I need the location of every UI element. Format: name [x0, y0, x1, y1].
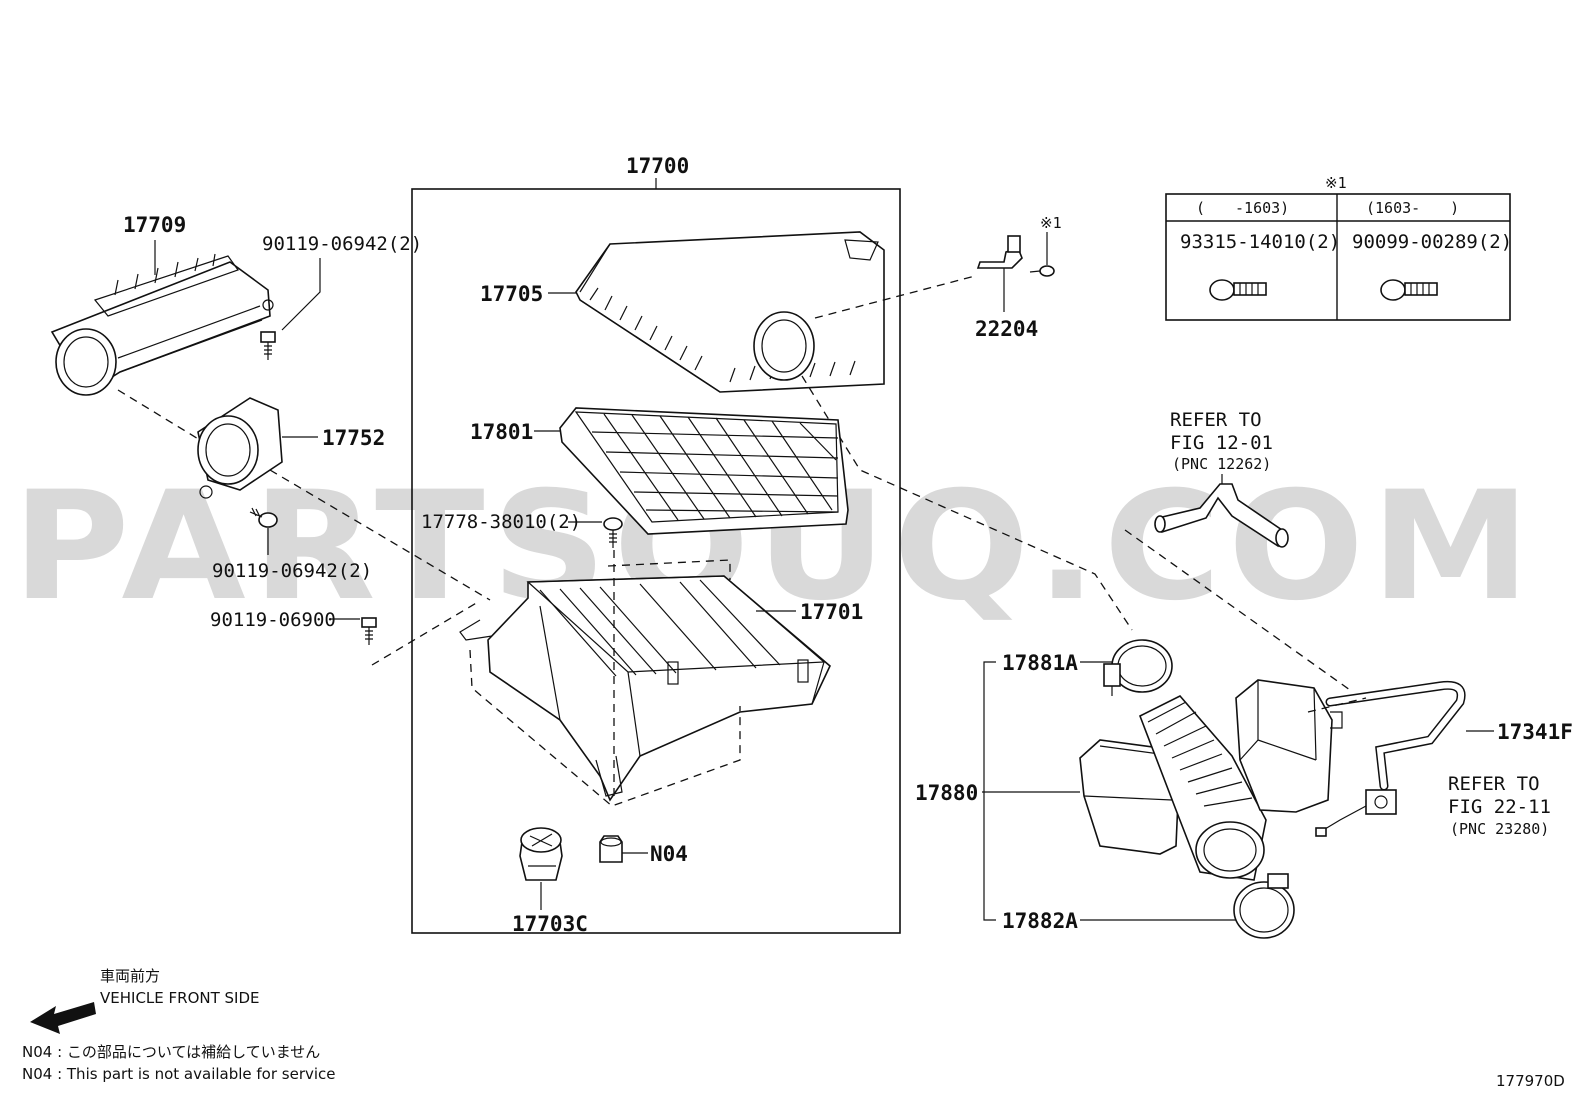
filter-element-17801 [559, 407, 849, 535]
vsv-ref2 [1315, 789, 1397, 837]
ref2-line3: (PNC 23280) [1450, 820, 1549, 838]
label-17703C: 17703C [512, 912, 588, 936]
clamp-17881A [1103, 639, 1173, 696]
table-col2-part: 90099-00289(2) [1352, 231, 1512, 253]
table-col2-header: (1603- ) [1366, 199, 1459, 217]
label-17880: 17880 [915, 781, 978, 805]
table-mark: ※1 [1325, 174, 1347, 192]
label-17752: 17752 [322, 426, 385, 450]
table-col1-header: ( -1603) [1196, 199, 1289, 217]
label-screw-filter: 17778-38010(2) [421, 511, 581, 533]
valve-17703C [519, 827, 563, 881]
label-bolt-top-left: 90119-06942(2) [262, 233, 422, 255]
note-n04-en: N04 : This part is not available for ser… [22, 1065, 336, 1083]
group-label: 17700 [626, 154, 689, 178]
label-N04: N04 [650, 842, 688, 866]
bolt-90099 [1380, 279, 1438, 301]
table-col1-part: 93315-14010(2) [1180, 231, 1340, 253]
figure-code: 177970D [1496, 1072, 1565, 1090]
label-bolt-lower-left: 90119-06900 [210, 609, 336, 631]
inlet-hose-17880 [1079, 679, 1343, 881]
reference-table: ※1 ( -1603) (1603- ) 93315-14010(2) 9009… [1165, 174, 1512, 321]
bolt-93315 [1209, 279, 1267, 301]
screw-filter [603, 517, 623, 548]
sensor-22204 [976, 235, 1023, 290]
label-22204: 22204 [975, 317, 1038, 341]
sensor-screw [1029, 232, 1055, 277]
bolt-lower-left [361, 617, 377, 645]
label-17705: 17705 [480, 282, 543, 306]
ref1-line3: (PNC 12262) [1172, 455, 1271, 473]
direction-jp: 車両前方 [100, 967, 160, 985]
arrow-left-icon [30, 1002, 96, 1034]
intake-duct-17709 [50, 253, 274, 396]
clamp-17882A [1233, 873, 1295, 939]
note-n04-jp: N04 : この部品については補給していません [22, 1043, 320, 1061]
direction-en: VEHICLE FRONT SIDE [100, 989, 260, 1007]
grommet-N04 [599, 835, 623, 863]
bolt-mid-left [249, 507, 278, 528]
hose-ref1 [1154, 483, 1289, 548]
label-17341F: 17341F [1497, 720, 1573, 744]
ref1-line1: REFER TO [1170, 409, 1262, 431]
sensor-mark: ※1 [1040, 214, 1062, 232]
ref1-line2: FIG 12-01 [1170, 432, 1273, 454]
bolt-top-left [260, 331, 276, 360]
air-cleaner-case-17701 [459, 575, 831, 802]
ref2-line1: REFER TO [1448, 773, 1540, 795]
ref2-line2: FIG 22-11 [1448, 796, 1551, 818]
label-17801: 17801 [470, 420, 533, 444]
label-17709: 17709 [123, 213, 186, 237]
hose-17341F [1325, 680, 1466, 791]
label-bolt-mid-left: 90119-06942(2) [212, 560, 372, 582]
adapter-17752 [197, 397, 283, 499]
air-cleaner-cap-17705 [575, 231, 885, 393]
label-17881A: 17881A [1002, 651, 1078, 675]
label-17701: 17701 [800, 600, 863, 624]
label-17882A: 17882A [1002, 909, 1078, 933]
